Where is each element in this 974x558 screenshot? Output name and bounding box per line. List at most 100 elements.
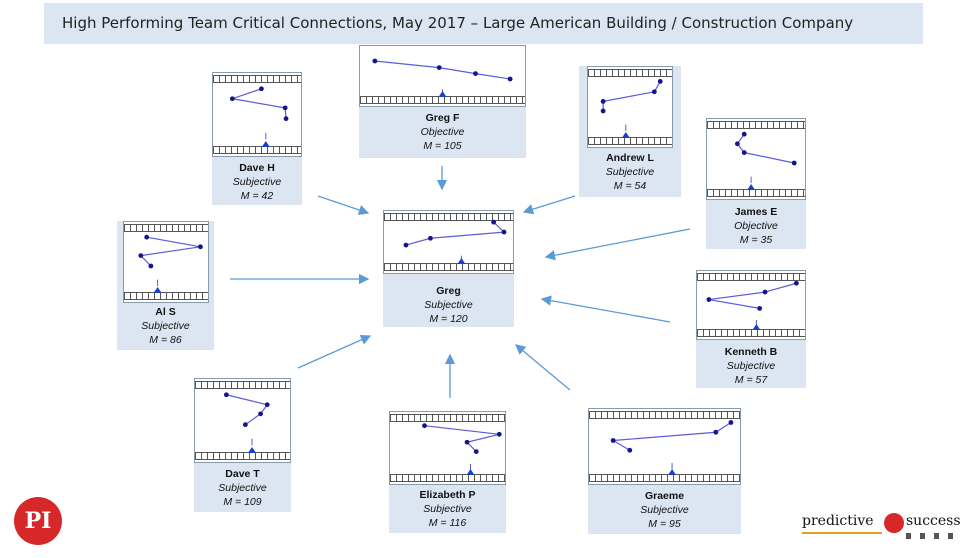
profile-kenneth-b bbox=[696, 270, 806, 340]
arrow-kenneth-b bbox=[540, 295, 671, 323]
profile-marker bbox=[668, 469, 677, 475]
profile-line bbox=[736, 133, 795, 164]
profile-line bbox=[708, 282, 797, 309]
profile-point bbox=[223, 392, 229, 398]
profile-plot-graeme bbox=[610, 420, 734, 475]
profile-point bbox=[229, 96, 235, 102]
profile-ruler-bottom bbox=[588, 137, 672, 145]
arrow-james-e bbox=[544, 228, 691, 261]
profile-point bbox=[507, 76, 513, 82]
profile-point bbox=[791, 160, 797, 166]
profile-ruler-bottom bbox=[213, 146, 301, 154]
profile-point bbox=[144, 234, 150, 240]
profile-point bbox=[713, 429, 719, 435]
person-type: Subjective bbox=[726, 360, 776, 372]
person-type: Objective bbox=[420, 126, 465, 138]
profile-point bbox=[473, 449, 479, 454]
person-name: Andrew L bbox=[606, 152, 654, 164]
card-andrew-l: Andrew L Subjective M = 54 bbox=[579, 66, 681, 197]
card-dave-t: Dave T Subjective M = 109 bbox=[194, 378, 291, 512]
profile-point bbox=[657, 79, 663, 84]
profile-point bbox=[793, 280, 799, 286]
person-m: M = 116 bbox=[428, 517, 467, 529]
person-m: M = 42 bbox=[240, 190, 274, 202]
profile-point bbox=[148, 263, 154, 269]
profile-point bbox=[264, 402, 270, 408]
person-m: M = 35 bbox=[739, 234, 773, 246]
profile-line bbox=[139, 236, 201, 267]
profile-marker bbox=[621, 132, 630, 138]
profile-ruler-top bbox=[195, 381, 290, 389]
person-name: Dave T bbox=[225, 468, 260, 480]
profile-ruler-top bbox=[384, 213, 513, 221]
profile-point bbox=[283, 116, 289, 122]
logo-dots bbox=[906, 533, 962, 539]
profile-plot-al-s bbox=[138, 234, 203, 293]
profile-marker bbox=[153, 287, 162, 293]
profile-marker bbox=[747, 184, 756, 190]
profile-line bbox=[232, 88, 287, 119]
profile-marker bbox=[457, 258, 466, 264]
profile-point bbox=[428, 235, 433, 241]
profile-point bbox=[706, 297, 712, 302]
profile-plot-dave-t bbox=[223, 392, 270, 453]
profile-plot-dave-h bbox=[229, 86, 289, 147]
card-graeme: Graeme Subjective M = 95 bbox=[588, 408, 741, 534]
profile-plot-greg-f bbox=[372, 58, 513, 97]
person-type: Subjective bbox=[232, 176, 282, 188]
person-type: Subjective bbox=[218, 482, 267, 494]
profile-ruler-top bbox=[390, 414, 505, 422]
profile-point bbox=[501, 229, 507, 235]
card-al-s: Al S Subjective M = 86 bbox=[117, 221, 214, 350]
card-kenneth-b: Kenneth B Subjective M = 57 bbox=[696, 270, 806, 388]
profile-point bbox=[282, 105, 288, 111]
profile-greg-f bbox=[359, 45, 526, 107]
person-m: M = 57 bbox=[734, 374, 768, 386]
profile-dave-h bbox=[212, 72, 302, 157]
person-name: Kenneth B bbox=[724, 346, 778, 358]
profile-point bbox=[741, 150, 747, 155]
person-m: M = 105 bbox=[423, 140, 462, 152]
profile-marker bbox=[466, 469, 475, 475]
profile-point bbox=[138, 253, 144, 258]
profile-andrew-l bbox=[587, 66, 673, 148]
profile-plot-kenneth-b bbox=[706, 280, 799, 330]
arrow-graeme bbox=[515, 344, 571, 391]
profile-marker bbox=[438, 91, 447, 97]
profile-point bbox=[610, 438, 616, 443]
profile-al-s bbox=[123, 221, 209, 303]
profile-point bbox=[491, 219, 497, 225]
card-elizabeth-p: Elizabeth P Subjective M = 116 bbox=[389, 411, 506, 533]
profile-point bbox=[651, 89, 657, 95]
profile-point bbox=[757, 306, 763, 311]
profile-point bbox=[436, 65, 442, 70]
person-m: M = 95 bbox=[648, 518, 681, 530]
profile-ruler-bottom bbox=[589, 474, 740, 482]
logo-word-success: success bbox=[906, 513, 961, 529]
profile-line bbox=[611, 421, 732, 451]
person-type: Objective bbox=[734, 220, 778, 232]
person-m: M = 120 bbox=[429, 313, 468, 325]
person-name: Greg bbox=[436, 285, 461, 297]
predictive-success-logo: predictive success bbox=[802, 513, 966, 543]
profile-point bbox=[258, 411, 263, 417]
profile-elizabeth-p bbox=[389, 411, 506, 485]
profile-marker bbox=[752, 324, 761, 330]
person-name: Al S bbox=[155, 306, 176, 318]
profile-point bbox=[422, 423, 427, 429]
logo-underline bbox=[802, 532, 882, 534]
profile-line bbox=[602, 81, 661, 111]
card-dave-h: Dave H Subjective M = 42 bbox=[212, 72, 302, 205]
profile-point bbox=[372, 58, 378, 64]
profile-point bbox=[762, 289, 768, 295]
profile-point bbox=[741, 131, 747, 137]
profile-point bbox=[728, 420, 734, 425]
profile-line bbox=[374, 60, 511, 80]
person-m: M = 109 bbox=[223, 496, 262, 508]
pi-logo: PI bbox=[14, 497, 62, 545]
logo-bar-mark-icon bbox=[884, 513, 904, 533]
profile-point bbox=[464, 439, 470, 445]
card-greg: Greg Subjective M = 120 bbox=[383, 210, 514, 327]
profile-ruler-bottom bbox=[390, 474, 505, 482]
